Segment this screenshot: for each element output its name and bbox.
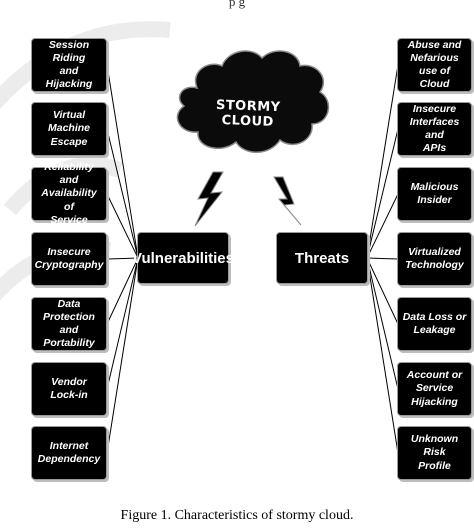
node-line: APIs [422, 142, 447, 155]
partial-top-caption: p g [228, 0, 246, 9]
connector-threat-3 [366, 257, 399, 260]
node-line: Account or [406, 369, 463, 382]
node-line: and Hijacking [45, 65, 93, 91]
connector-threat-5 [366, 257, 399, 390]
node-line: Abuse and [407, 38, 462, 51]
node-line: Vendor Lock-in [50, 375, 88, 401]
node-line: Unknown Risk [410, 433, 459, 459]
node-line: Leakage [413, 324, 456, 336]
connector-vulnerability-5 [106, 257, 139, 390]
figure-caption: Figure 1. Characteristics of stormy clou… [120, 508, 354, 523]
vulnerabilities-hub: Vulnerabilities [132, 232, 234, 284]
connector-vulnerability-1 [106, 128, 139, 259]
node-line: Service [50, 213, 88, 226]
threat-malicious-insider: Malicious Insider [397, 167, 472, 221]
connector-threat-4 [366, 257, 399, 325]
node-line: Insecure [412, 102, 457, 115]
node-line: Data Protection [43, 297, 95, 323]
node-line: Cloud [419, 78, 450, 91]
storm-cloud-icon [176, 50, 330, 153]
node-line: Internet [49, 439, 89, 452]
lightning-bolt-icon [273, 176, 302, 226]
cloud-label: STORMY CLOUD [215, 97, 281, 130]
node-line: Virtualized [408, 245, 461, 258]
node-line: Technology [405, 259, 464, 271]
node-line: and Portability [43, 324, 95, 350]
connector-lines [106, 64, 399, 454]
node-line: Malicious Insider [410, 180, 459, 206]
connector-threat-1 [366, 128, 399, 259]
node-line: Cryptography [34, 259, 104, 271]
connector-vulnerability-2 [106, 193, 139, 259]
node-line: Availability of [41, 187, 97, 213]
node-line: Service Hijacking [411, 382, 458, 408]
threats-hub: Threats [276, 232, 368, 284]
node-line: Interfaces and [409, 115, 460, 141]
lightning-bolt-icon [194, 171, 224, 227]
node-line: Profile [418, 459, 451, 472]
connector-vulnerability-3 [106, 257, 139, 260]
node-line: Reliability and [44, 161, 94, 187]
connector-vulnerability-6 [106, 257, 139, 454]
node-line: Escape [50, 135, 88, 148]
node-line: Data Loss or [402, 310, 467, 323]
node-line: Insecure [47, 245, 91, 258]
node-line: Virtual Machine [47, 109, 90, 135]
connector-threat-6 [366, 257, 399, 454]
connector-vulnerability-0 [106, 64, 139, 259]
vulnerability-vendor-lock-in: Vendor Lock-in [31, 362, 107, 416]
connector-threat-0 [366, 64, 399, 259]
node-line: Dependency [37, 453, 101, 465]
connector-threat-2 [366, 193, 399, 259]
node-line: Nefarious use of [410, 51, 459, 77]
connector-vulnerability-4 [106, 257, 139, 325]
node-line: Session Riding [48, 38, 90, 64]
